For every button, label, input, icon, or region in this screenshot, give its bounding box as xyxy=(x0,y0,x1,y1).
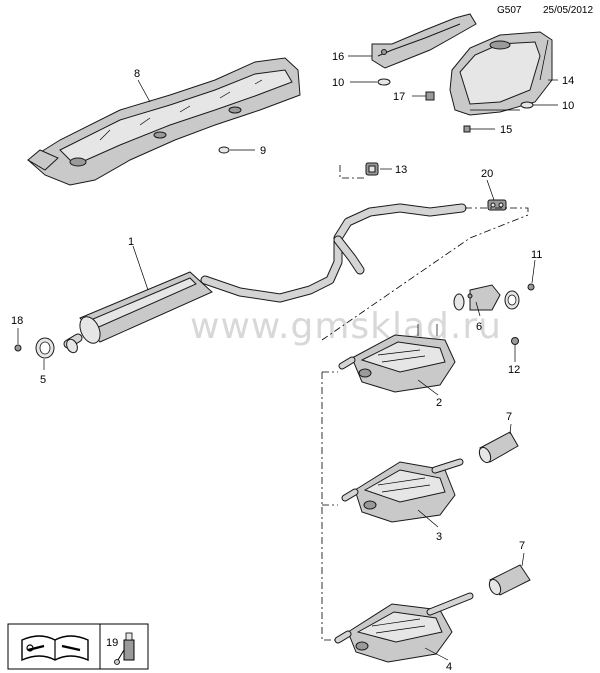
clip-17[interactable] xyxy=(425,91,435,101)
callout-6: 6 xyxy=(476,321,482,333)
nut-10b[interactable] xyxy=(520,101,534,109)
callout-4: 4 xyxy=(446,661,452,673)
callout-7b: 7 xyxy=(519,540,525,552)
callout-14: 14 xyxy=(562,75,574,87)
watermark: www.gmsklad.ru xyxy=(190,306,502,347)
service-manual-icon xyxy=(21,635,89,662)
callout-15: 15 xyxy=(500,124,512,136)
heat-shield-rear[interactable] xyxy=(449,31,553,116)
rear-muffler-2[interactable] xyxy=(338,324,456,393)
bolt-11[interactable] xyxy=(527,283,535,291)
nut-12[interactable] xyxy=(511,337,519,345)
callout-2: 2 xyxy=(436,397,442,409)
nut-9[interactable] xyxy=(218,146,230,154)
bracket-16[interactable] xyxy=(371,13,477,69)
gasket-5[interactable] xyxy=(35,337,55,359)
callout-10b: 10 xyxy=(562,100,574,112)
callout-13: 13 xyxy=(395,164,407,176)
callout-18: 18 xyxy=(11,315,23,327)
diagram-code: G507 xyxy=(497,5,522,16)
rear-hanger-20[interactable] xyxy=(487,199,507,211)
callout-19: 19 xyxy=(106,637,118,649)
heat-shield-front[interactable] xyxy=(27,57,301,186)
callout-7a: 7 xyxy=(506,411,512,423)
callout-9: 9 xyxy=(260,145,266,157)
callout-20: 20 xyxy=(481,168,493,180)
callout-3: 3 xyxy=(436,531,442,543)
nut-10a[interactable] xyxy=(377,78,391,86)
callout-12: 12 xyxy=(508,364,520,376)
callout-8: 8 xyxy=(134,68,140,80)
callout-17: 17 xyxy=(393,91,405,103)
callout-11: 11 xyxy=(531,249,542,261)
tail-pipe-tip-7a[interactable] xyxy=(477,431,519,464)
tail-pipe-tip-7b[interactable] xyxy=(487,564,531,596)
rear-muffler-3[interactable] xyxy=(341,458,464,523)
rubber-hanger-13[interactable] xyxy=(365,162,379,176)
diagram-date: 25/05/2012 xyxy=(543,5,593,16)
callout-10a: 10 xyxy=(332,77,344,89)
callout-16: 16 xyxy=(332,51,344,63)
flange-gasket-6[interactable] xyxy=(453,284,520,311)
nut-18[interactable] xyxy=(14,344,22,352)
rear-muffler-4[interactable] xyxy=(334,592,474,663)
nut-15[interactable] xyxy=(463,125,471,133)
exhaust-pipe-1[interactable] xyxy=(63,203,467,354)
sealant-tube-icon xyxy=(114,632,135,665)
callout-5: 5 xyxy=(40,374,46,386)
callout-1: 1 xyxy=(128,236,134,248)
